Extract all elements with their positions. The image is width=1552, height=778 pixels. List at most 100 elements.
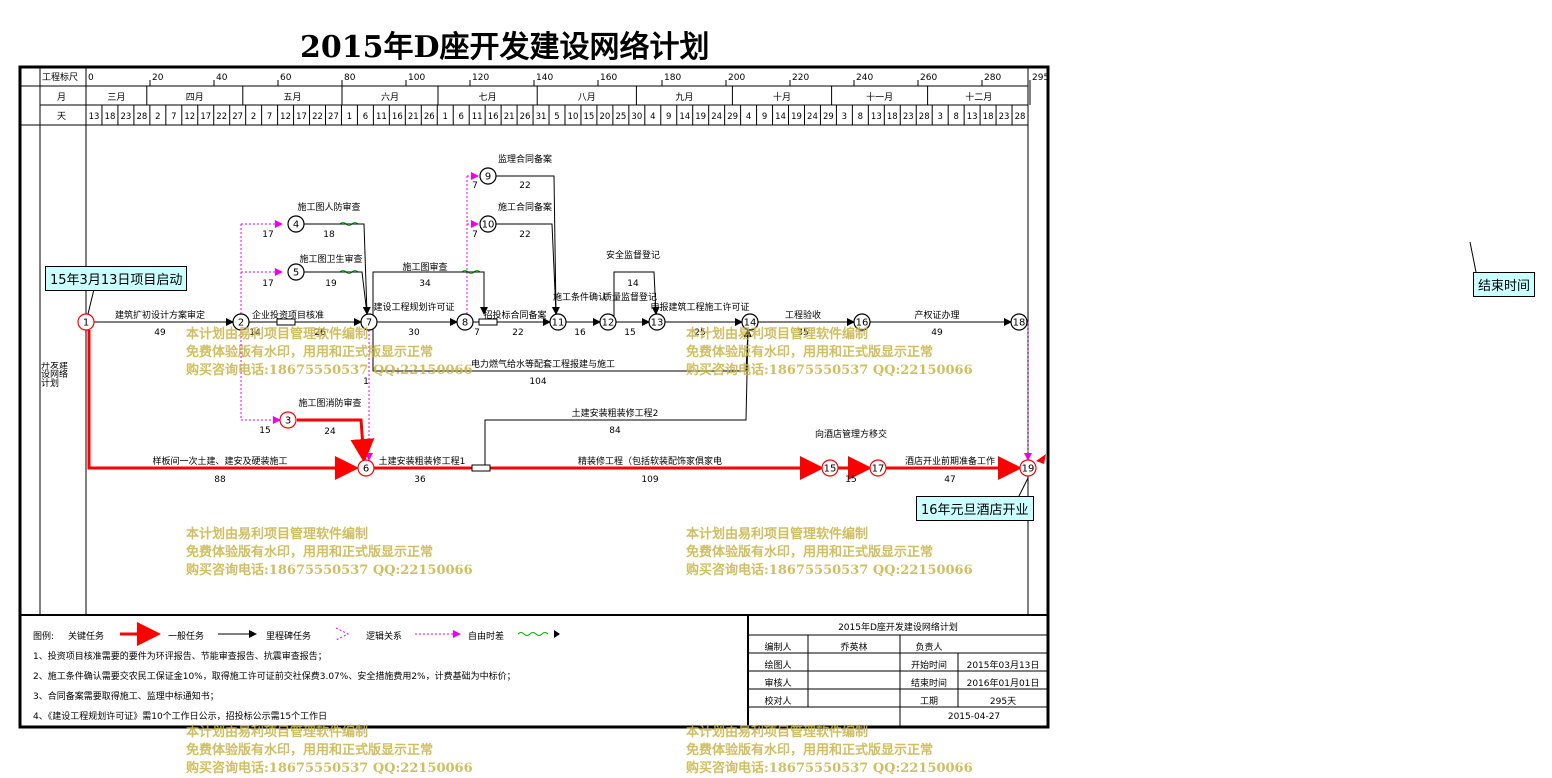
scale-tick-label: 80 <box>344 73 356 83</box>
page-title: 2015年D座开发建设网络计划 <box>300 30 710 65</box>
task-label: 建设工程规划许可证 <box>373 301 454 313</box>
tb-end-label: 结束时间 <box>910 679 947 689</box>
task-label: 电力燃气给水等配套工程报建与施工 <box>471 358 615 370</box>
task-duration: 22 <box>519 181 530 191</box>
day-label: 12 <box>280 112 291 122</box>
day-label: 29 <box>823 112 834 122</box>
legend-logic: 逻辑关系 <box>366 632 403 642</box>
node-label: 4 <box>293 220 299 231</box>
scale-tick-label: 140 <box>536 73 553 83</box>
day-label: 13 <box>89 112 100 122</box>
node-label: 6 <box>363 464 369 475</box>
open-callout: 16年元旦酒店开业 <box>916 496 1034 521</box>
day-label: 21 <box>504 112 515 122</box>
node-circle <box>599 313 617 331</box>
tb-resp-label: 负责人 <box>915 643 943 653</box>
node-label: 7 <box>366 318 372 329</box>
task-duration: 104 <box>529 377 546 387</box>
tb-dur: 295天 <box>989 697 1017 707</box>
month-label: 七月 <box>479 92 497 103</box>
node-circle <box>232 313 250 331</box>
legend-label: 图例: <box>33 632 55 642</box>
scale-tick-label: 280 <box>984 73 1001 83</box>
month-label: 五月 <box>283 92 301 103</box>
task-duration: 25 <box>694 328 705 338</box>
task-duration: 47 <box>944 475 955 485</box>
side-label: 开发建设网络计划 <box>41 362 69 389</box>
day-label: 9 <box>762 112 767 122</box>
day-label: 12 <box>184 112 195 122</box>
task-label: 施工图人防审查 <box>297 201 360 213</box>
task-label: 质量监督登记 <box>603 291 657 303</box>
tb-label: 编制人 <box>764 643 792 653</box>
scale-row-label: 天 <box>57 112 66 122</box>
node-circle <box>1010 313 1028 331</box>
task-label: 施工图卫生审查 <box>299 253 362 265</box>
float-label: 1 <box>363 377 369 387</box>
day-label: 19 <box>791 112 802 122</box>
task-duration: 19 <box>325 279 337 289</box>
day-label: 20 <box>599 112 610 122</box>
node-circle <box>279 411 297 429</box>
month-label: 十二月 <box>965 91 992 103</box>
node-label: 16 <box>856 318 869 329</box>
day-label: 10 <box>568 112 579 122</box>
scale-row-label: 工程标尺 <box>42 71 78 83</box>
day-label: 22 <box>216 112 227 122</box>
task-duration: 84 <box>609 426 621 436</box>
task-duration: 26 <box>314 328 326 338</box>
task-duration: 88 <box>214 475 226 485</box>
scale-row-label: 月 <box>57 92 66 103</box>
task-label: 监理合同备案 <box>498 153 552 165</box>
node-label: 8 <box>462 318 468 329</box>
day-label: 29 <box>727 112 738 122</box>
day-label: 22 <box>312 112 323 122</box>
tb-date: 2015-04-27 <box>947 712 1001 722</box>
task-label: 施工合同备案 <box>498 201 552 213</box>
month-label: 六月 <box>381 91 399 103</box>
note: 1、投资项目核准需要的要件为环评报告、节能审查报告、抗震审查报告； <box>33 652 327 662</box>
task-label: 产权证办理 <box>914 309 959 321</box>
node-circle <box>360 313 378 331</box>
task-label: 建筑扩初设计方案审定 <box>115 309 205 321</box>
day-label: 23 <box>903 112 914 122</box>
float-label: 7 <box>474 328 480 338</box>
task-duration: 24 <box>324 427 336 437</box>
task-label: 申报建筑工程施工许可证 <box>650 301 749 313</box>
task-label: 企业投资项目核准 <box>252 309 324 321</box>
day-label: 13 <box>871 112 882 122</box>
day-label: 19 <box>695 112 706 122</box>
node-circle <box>479 167 497 185</box>
node-circle <box>549 313 567 331</box>
scale-tick-label: 160 <box>600 73 617 83</box>
node-circle <box>741 313 759 331</box>
legend-critical: 关键任务 <box>68 632 105 642</box>
scale-tick-label: 0 <box>88 73 94 83</box>
day-label: 2 <box>155 112 160 122</box>
day-label: 15 <box>584 112 595 122</box>
node-label: 1 <box>83 318 89 329</box>
day-label: 26 <box>424 112 435 122</box>
task-duration: 35 <box>797 328 808 338</box>
task-duration: 15 <box>624 328 635 338</box>
task-label: 土建安装粗装修工程2 <box>572 407 659 419</box>
task-label: 施工图消防审查 <box>298 397 361 409</box>
node-circle <box>77 313 95 331</box>
day-label: 5 <box>554 112 559 122</box>
task-duration: 109 <box>641 475 658 485</box>
day-label: 23 <box>121 112 132 122</box>
node-label: 9 <box>485 172 491 183</box>
scale-tick-label: 180 <box>664 73 681 83</box>
node-label: 17 <box>872 464 885 475</box>
day-label: 17 <box>200 112 211 122</box>
task-label: 招投标合同备案 <box>483 309 546 321</box>
node-circle <box>357 459 375 477</box>
task-duration: 14 <box>249 328 261 338</box>
node-circle <box>853 313 871 331</box>
task-label: 工程验收 <box>785 309 821 321</box>
day-label: 14 <box>679 112 690 122</box>
day-label: 28 <box>1015 112 1026 122</box>
day-label: 11 <box>376 112 387 122</box>
day-label: 27 <box>328 112 339 122</box>
